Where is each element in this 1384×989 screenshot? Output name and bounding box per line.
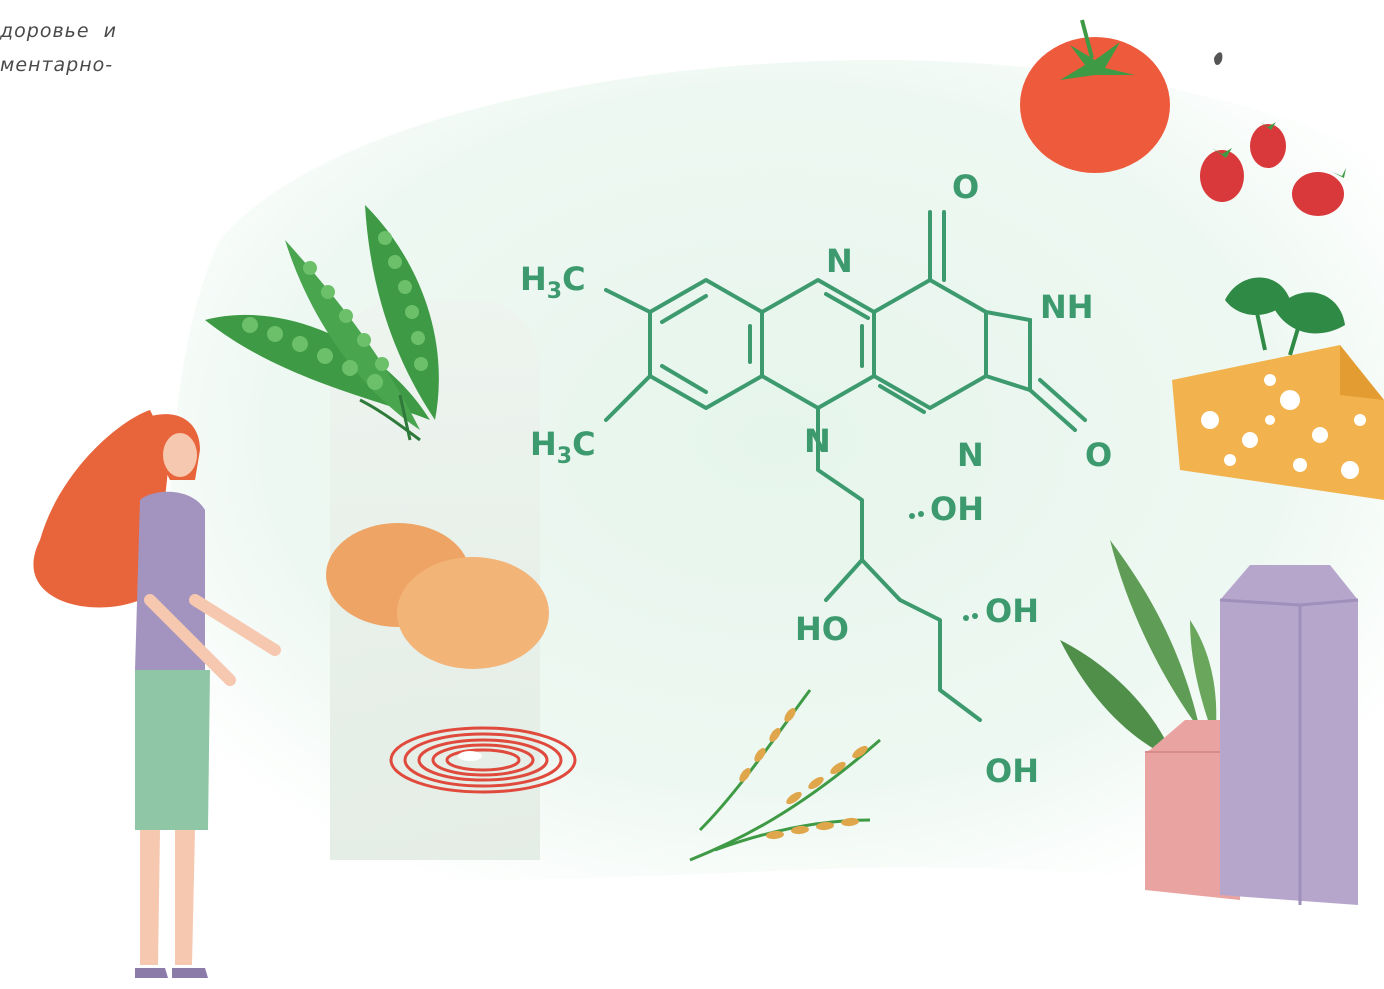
caption-line-1: доровье и: [0, 20, 117, 42]
eggs-illustration: [326, 523, 549, 669]
label-oh-1: OH: [930, 490, 984, 528]
label-nh: NH: [1040, 288, 1094, 326]
stereo-dots: [909, 511, 978, 621]
label-n-top: N: [826, 242, 853, 280]
label-oh-3: OH: [985, 752, 1039, 790]
label-n-bottom-left: N: [804, 422, 831, 460]
ring-closure-lines: [984, 310, 1087, 432]
cherry-tomatoes-illustration: [1200, 52, 1346, 216]
cheese-illustration: [1172, 277, 1384, 500]
caption-line-2: ментарно-: [0, 54, 114, 76]
woman-figure: [33, 410, 281, 978]
bond-lines: [604, 210, 988, 722]
label-h3c-bottom: H3C: [530, 425, 596, 469]
caption-text: доровье и ментарно-: [0, 14, 117, 82]
pea-pods-illustration: [205, 205, 439, 442]
label-o-right: O: [1085, 436, 1112, 474]
riboflavin-structure: H3C H3C N N N NH O O OH HO OH OH: [520, 168, 1112, 790]
tomato-illustration: [1020, 19, 1170, 173]
label-h3c-top: H3C: [520, 260, 586, 304]
milk-cartons-illustration: [1145, 565, 1359, 905]
label-n-bottom-right: N: [957, 436, 984, 474]
label-ho: HO: [795, 610, 849, 648]
label-o-top: O: [952, 168, 979, 206]
wheat-illustration: [689, 689, 881, 862]
arugula-illustration: [1060, 540, 1217, 760]
label-oh-2: OH: [985, 592, 1039, 630]
sausage-illustration: [389, 726, 577, 794]
